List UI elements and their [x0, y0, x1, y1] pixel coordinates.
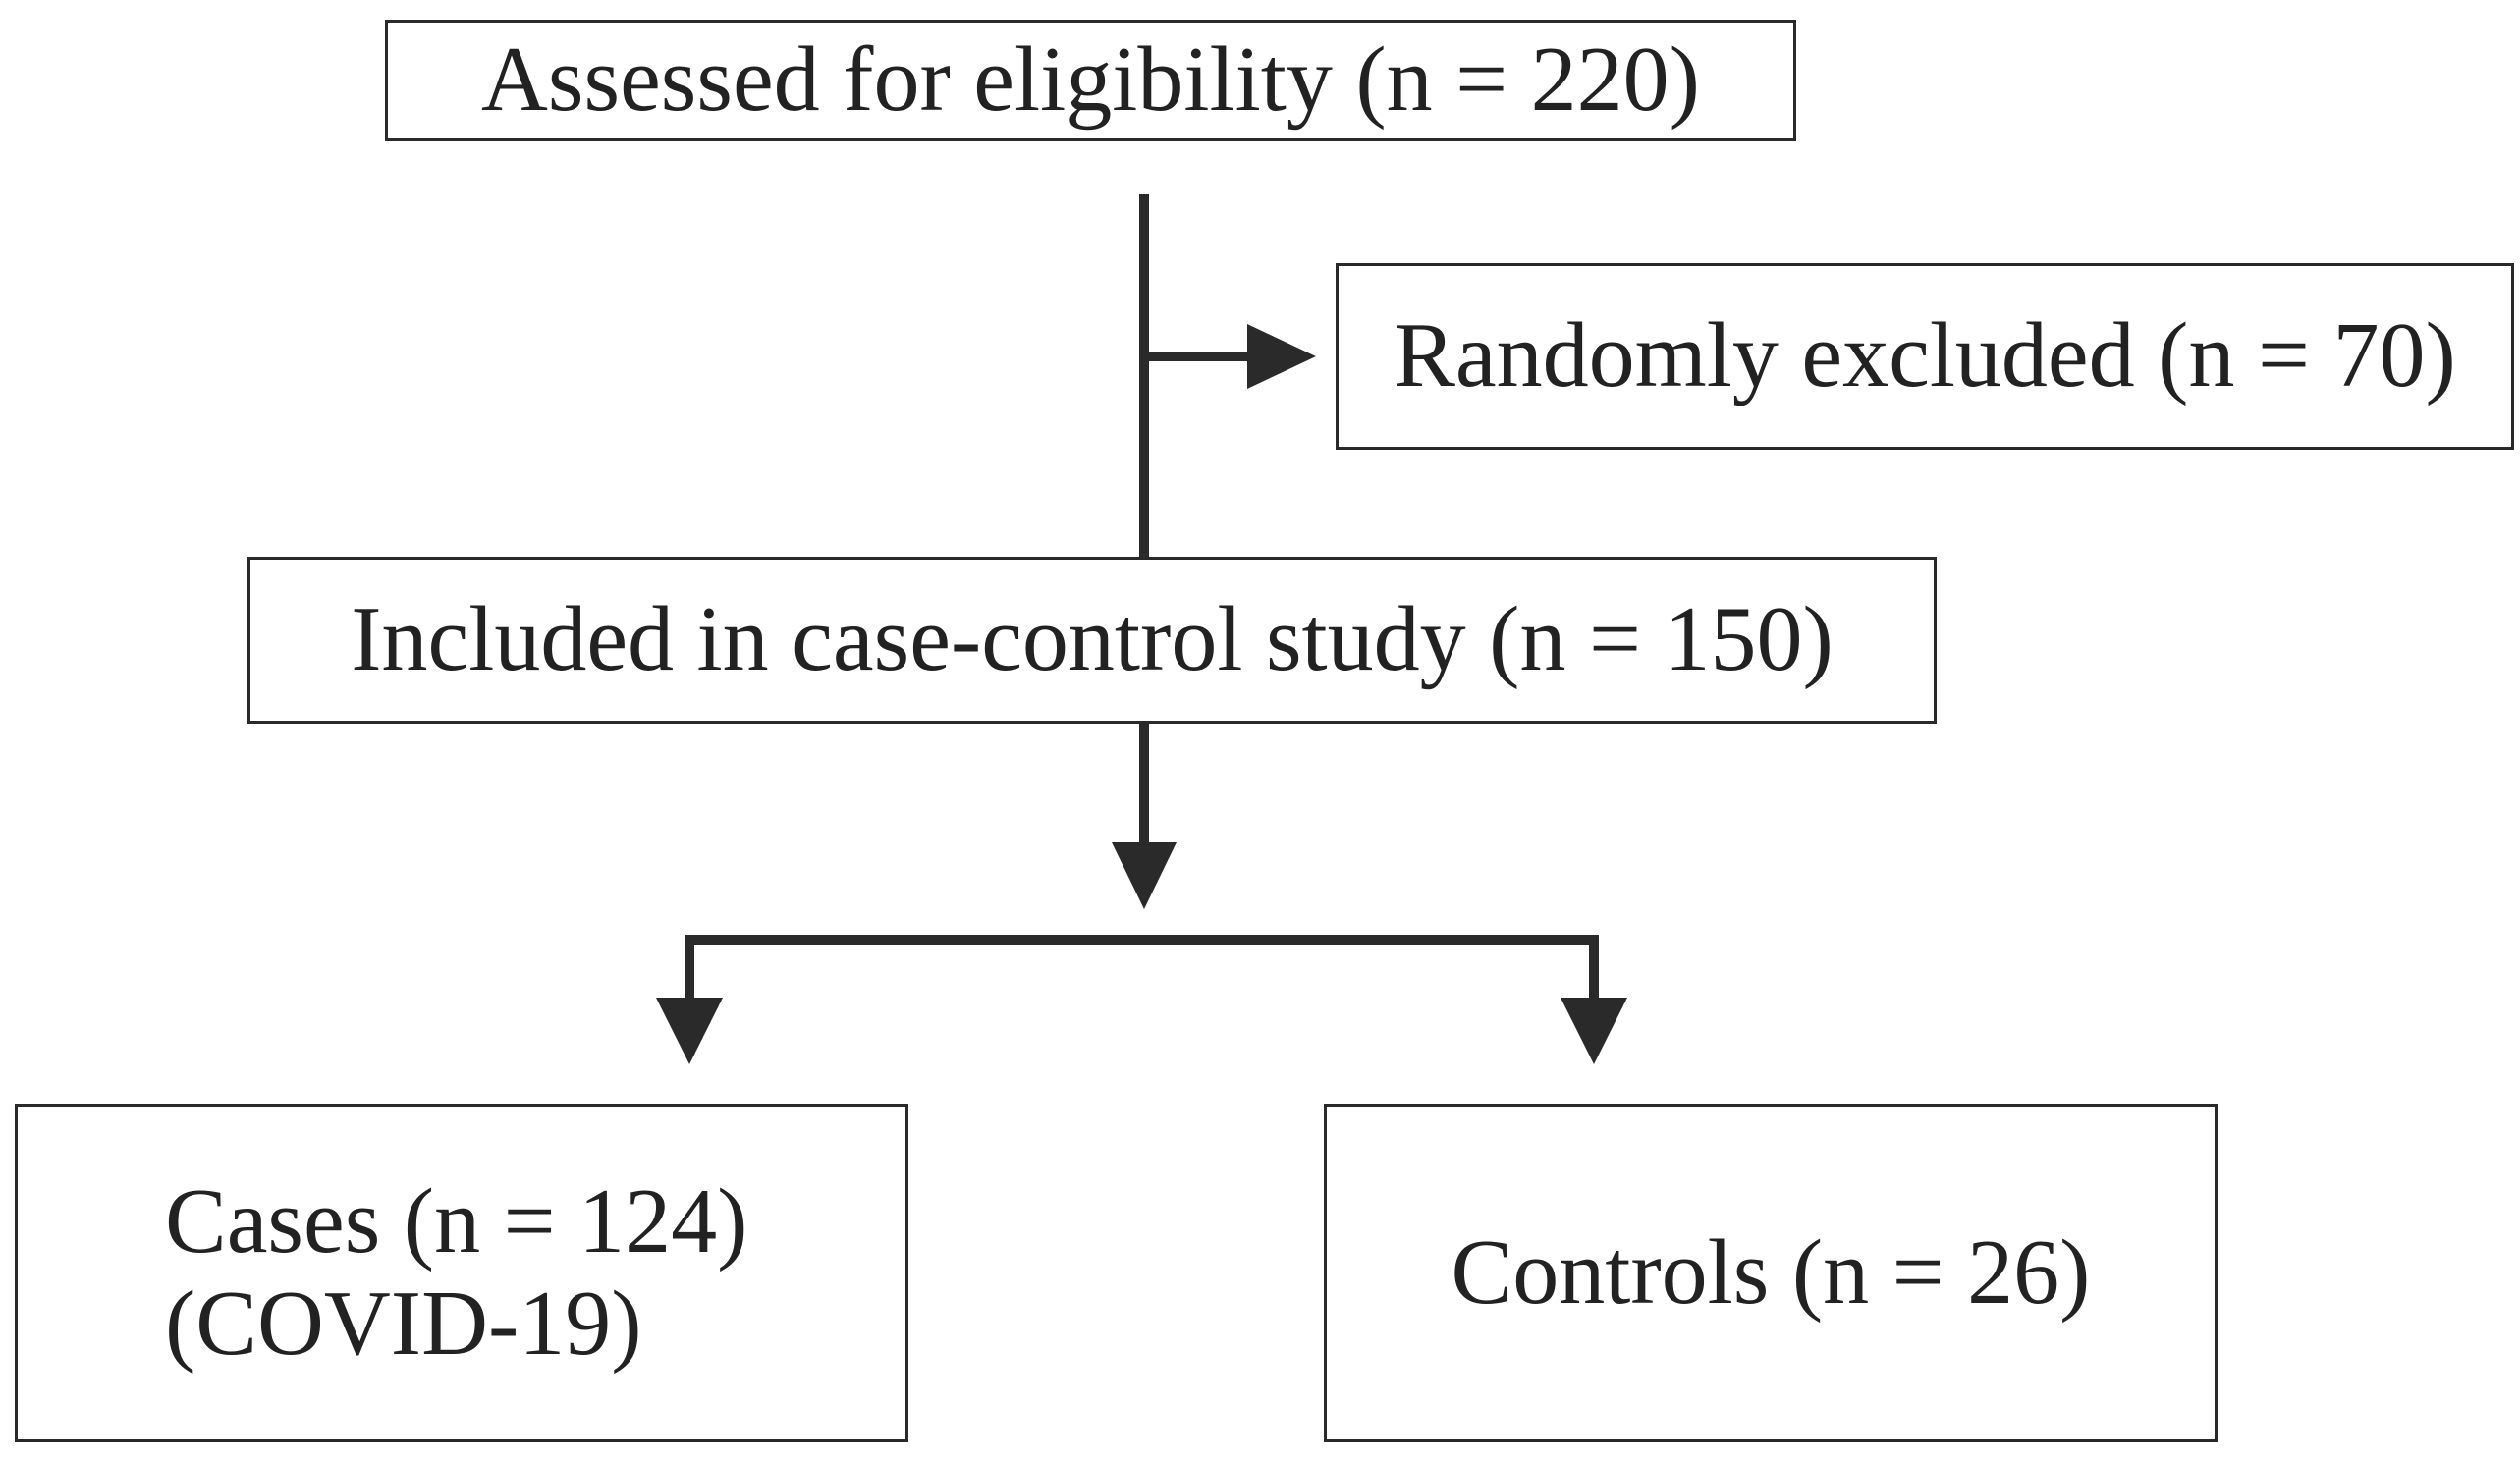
controls-box: Controls (n = 26): [1324, 1104, 2218, 1442]
controls-arrowhead: [1561, 998, 1627, 1064]
assessed-box: Assessed for eligibility (n = 220): [385, 20, 1796, 141]
cases-label: Cases (n = 124): [165, 1170, 748, 1273]
exclusion-arrowhead: [1247, 324, 1316, 389]
included-box: Included in case-control study (n = 150): [247, 557, 1937, 724]
cases-box: Cases (n = 124) (COVID-19): [15, 1104, 908, 1442]
assessed-label: Assessed for eligibility (n = 220): [481, 28, 1700, 132]
cases-arrowhead: [656, 998, 723, 1064]
excluded-label: Randomly excluded (n = 70): [1394, 304, 2456, 407]
excluded-box: Randomly excluded (n = 70): [1336, 263, 2514, 450]
controls-label: Controls (n = 26): [1451, 1220, 2091, 1324]
cases-sublabel: (COVID-19): [165, 1272, 642, 1375]
included-label: Included in case-control study (n = 150): [351, 588, 1834, 691]
included-down-arrowhead: [1112, 842, 1177, 909]
cases-text: Cases (n = 124) (COVID-19): [165, 1170, 748, 1375]
